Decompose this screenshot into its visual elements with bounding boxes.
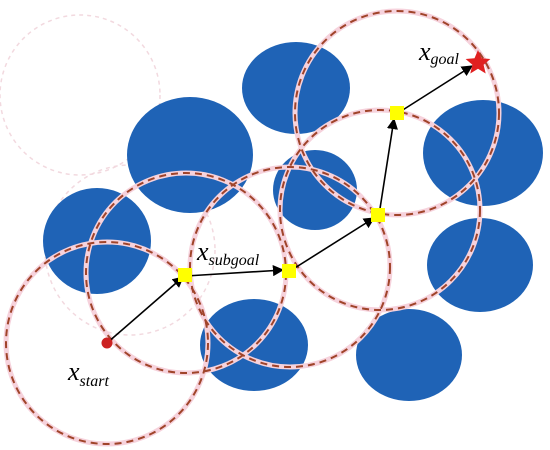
obstacle <box>273 150 357 230</box>
obstacle <box>127 97 253 213</box>
sampling-circle-node-3 <box>279 109 481 311</box>
path-arrow <box>378 117 398 216</box>
start-label: xstart <box>67 357 109 390</box>
waypoint-square-icon <box>178 268 192 282</box>
waypoint-square-icon <box>282 264 296 278</box>
path-arrow <box>289 217 375 272</box>
subgoal-label: xsubgoal <box>196 237 260 269</box>
obstacle <box>427 218 533 312</box>
path-arrow <box>397 65 473 114</box>
waypoints <box>178 106 404 282</box>
waypoint-square-icon <box>371 208 385 222</box>
start-dot-icon <box>101 337 113 349</box>
waypoint-square-icon <box>390 106 404 120</box>
obstacle <box>423 100 543 206</box>
goal-star-icon <box>465 50 491 74</box>
sampling-circle-node-4 <box>294 10 500 216</box>
path-arrow <box>106 276 184 344</box>
faint-circle <box>0 14 161 176</box>
sampling-circle-start <box>5 241 209 445</box>
sampling-circle-node-2 <box>189 166 391 368</box>
path <box>106 65 473 344</box>
obstacle <box>356 309 462 401</box>
path-arrow <box>185 265 285 277</box>
goal-label: xgoal <box>418 37 460 68</box>
